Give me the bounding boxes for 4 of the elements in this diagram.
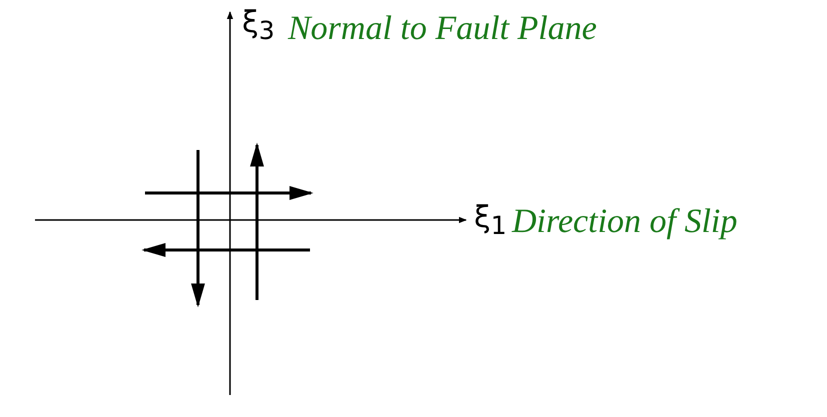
axis-caption: Direction of Slip bbox=[512, 205, 738, 239]
axis-caption: Normal to Fault Plane bbox=[288, 12, 597, 46]
axis-label: ξ$_{1}$ bbox=[474, 203, 507, 238]
axis-label: ξ$_{3}$ bbox=[242, 8, 275, 43]
